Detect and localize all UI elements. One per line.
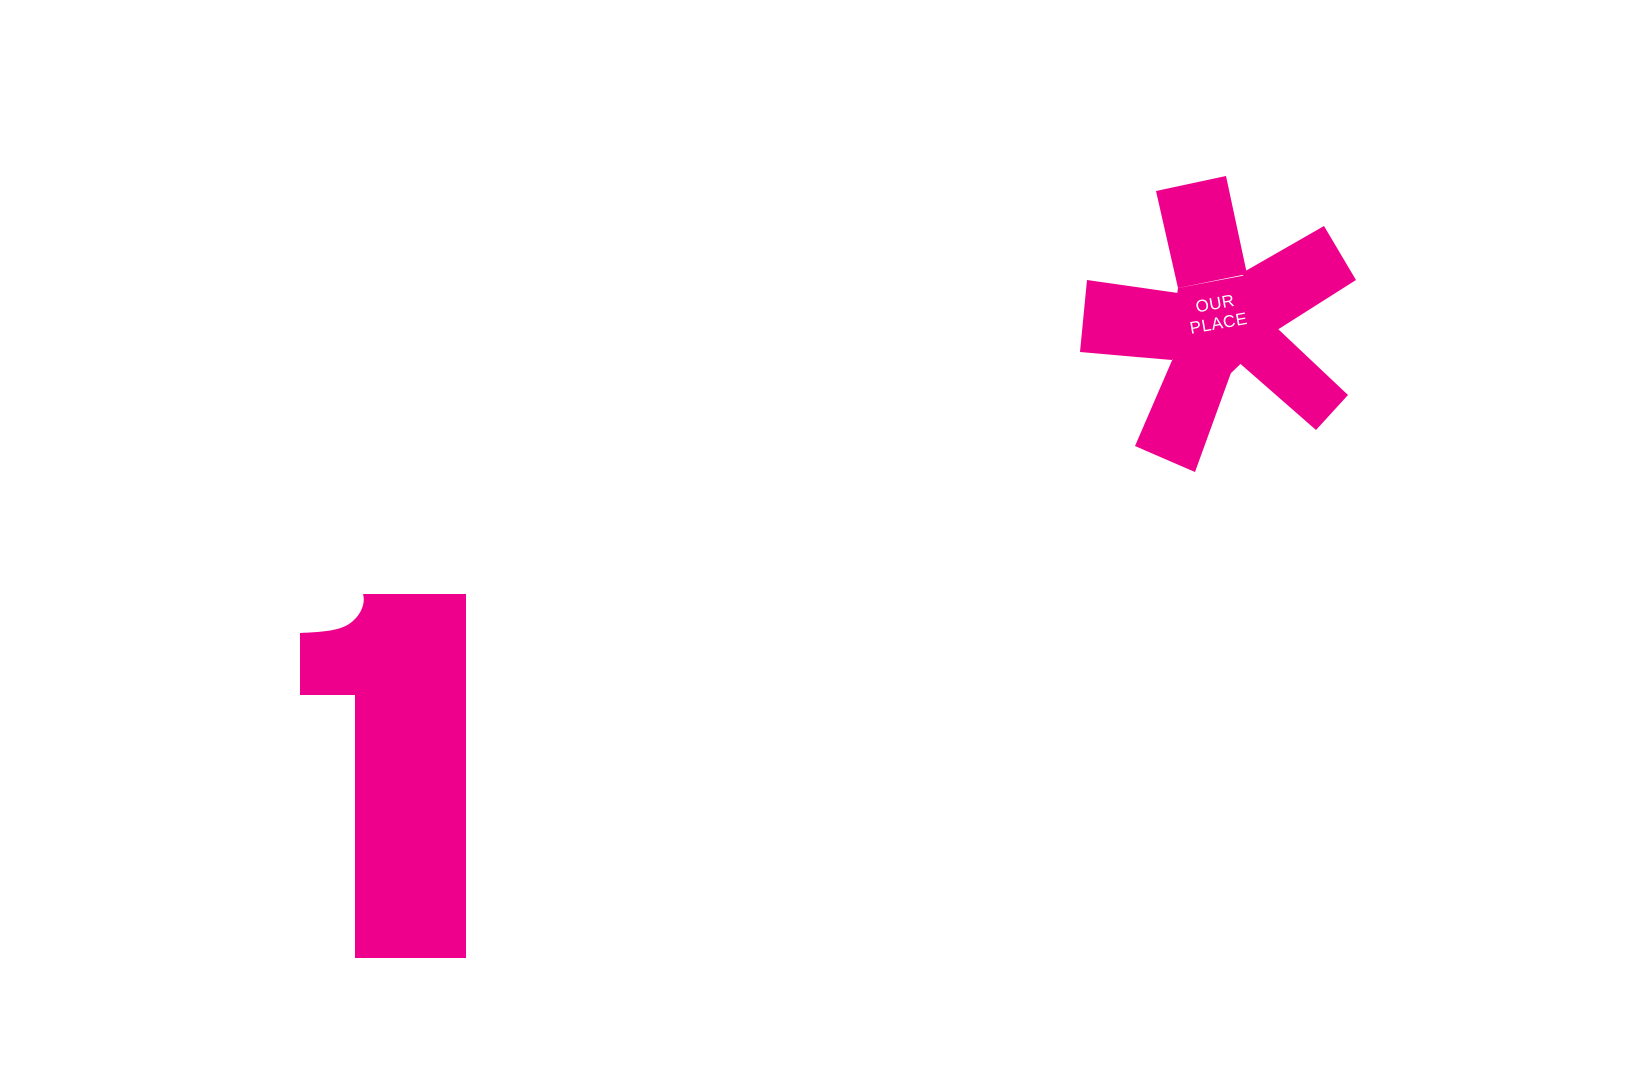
our-place-logo: OUR PLACE (1080, 176, 1360, 472)
asterisk-icon (1080, 176, 1356, 472)
numeral-one: 1 (300, 594, 466, 958)
